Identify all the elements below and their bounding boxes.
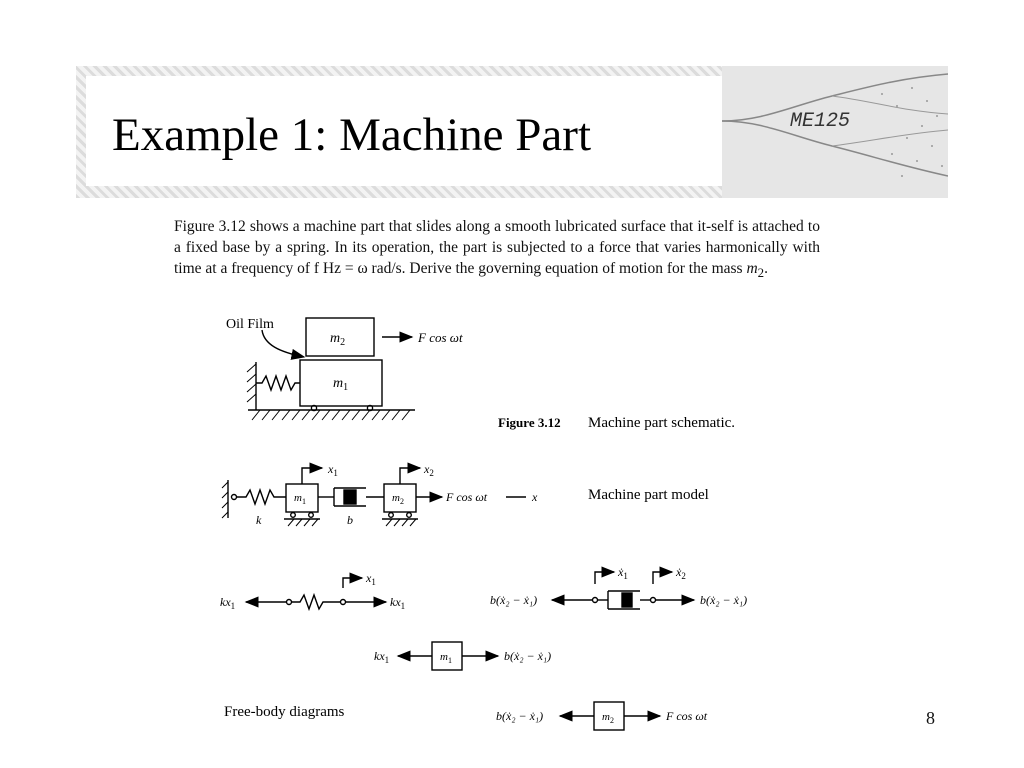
force-label: F cos ωt [417, 330, 463, 345]
model [221, 462, 526, 527]
page-number: 8 [926, 708, 935, 728]
mass-m2-block [305, 317, 375, 357]
model-m1-label: m1 [294, 492, 306, 506]
fbd-m2-label: m2 [602, 711, 614, 725]
mass-m1-block [299, 359, 383, 407]
problem-statement: Figure 3.12 shows a machine part that sl… [174, 216, 820, 283]
ground-hatch [251, 409, 411, 421]
figure-caption-text: Machine part schematic. [588, 415, 735, 431]
fbd-xdot2: ẋ2 [675, 565, 686, 581]
oil-film-label: Oil Film [226, 317, 274, 332]
fbd-damper-left-force: b(ẋ₂ − ẋ₁) [490, 593, 537, 607]
m2-label: m2 [330, 331, 345, 348]
title-banner: Example 1: Machine Part [76, 66, 948, 198]
fbd-label: Free-body diagrams [224, 704, 345, 720]
fbd-damper-right-force: b(ẋ₂ − ẋ₁) [700, 593, 747, 607]
problem-end: . [764, 260, 768, 277]
spring [256, 373, 300, 393]
mass-symbol: m [746, 260, 758, 277]
b-label: b [347, 513, 353, 527]
fbd-m1-left-force: kx1 [374, 649, 389, 665]
m1-label: m1 [333, 376, 348, 393]
model-x-label: x [531, 490, 538, 504]
fbd-xdot1: ẋ1 [617, 565, 628, 581]
schematic [246, 317, 415, 421]
model-force-label: F cos ωt [445, 490, 488, 504]
figure-caption-number: Figure 3.12 [498, 415, 561, 430]
mass-subscript: 2 [757, 265, 765, 281]
x2-label: x2 [423, 462, 434, 478]
fbd-m2-right-force: F cos ωt [665, 709, 708, 723]
fbd-spring-right-force: kx1 [390, 595, 405, 611]
model-label: Machine part model [588, 487, 709, 503]
x1-label: x1 [327, 462, 338, 478]
fbd-m1-right-force: b(ẋ₂ − ẋ₁) [504, 649, 551, 663]
fbd-m2-left-force: b(ẋ₂ − ẋ₁) [496, 709, 543, 723]
fbd-spring-left-force: kx1 [220, 595, 235, 611]
k-label: k [256, 513, 262, 527]
model-damper [333, 487, 366, 507]
slide-title: Example 1: Machine Part [112, 109, 591, 161]
title-panel: Example 1: Machine Part [86, 76, 798, 186]
model-spring [236, 487, 286, 507]
model-m2-label: m2 [392, 492, 404, 506]
fractal-banner-art [722, 66, 948, 198]
fbd-spring-x1: x1 [365, 571, 376, 587]
free-body-diagrams [244, 566, 696, 731]
course-tag: ME125 [790, 110, 851, 133]
problem-text: Figure 3.12 shows a machine part that sl… [174, 218, 820, 277]
fbd-m1-label: m1 [440, 651, 452, 665]
